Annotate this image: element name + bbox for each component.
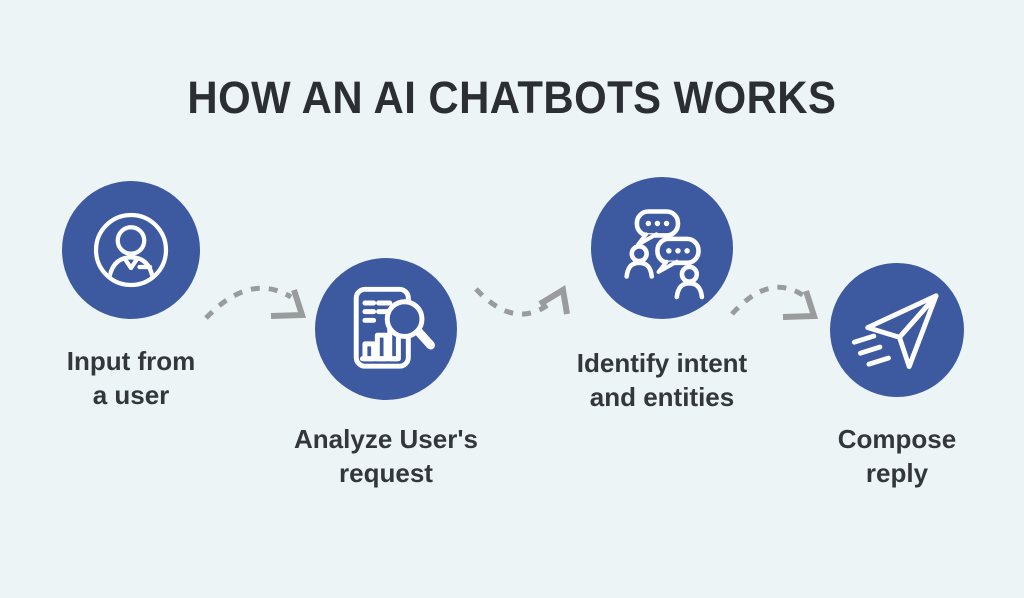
arrow-step3-step4 xyxy=(730,284,819,320)
intent-chat-icon xyxy=(624,209,705,300)
arrow-step1-step2 xyxy=(204,285,307,320)
step-circle xyxy=(830,263,964,397)
step-circle xyxy=(62,181,200,319)
step-circle xyxy=(315,258,457,400)
arrow-step2-step3 xyxy=(474,285,570,317)
page-title: HOW AN AI CHATBOTS WORKS xyxy=(187,72,837,123)
step-label: Input from a user xyxy=(66,346,196,410)
step-label: Identify intent and entities xyxy=(576,348,748,412)
step-label: Analyze User's request xyxy=(294,424,478,488)
analyze-request-icon xyxy=(353,286,435,369)
user-icon xyxy=(93,212,169,288)
paper-plane-icon xyxy=(851,293,939,370)
step-circle xyxy=(591,177,733,319)
step-label: Compose reply xyxy=(837,424,957,488)
